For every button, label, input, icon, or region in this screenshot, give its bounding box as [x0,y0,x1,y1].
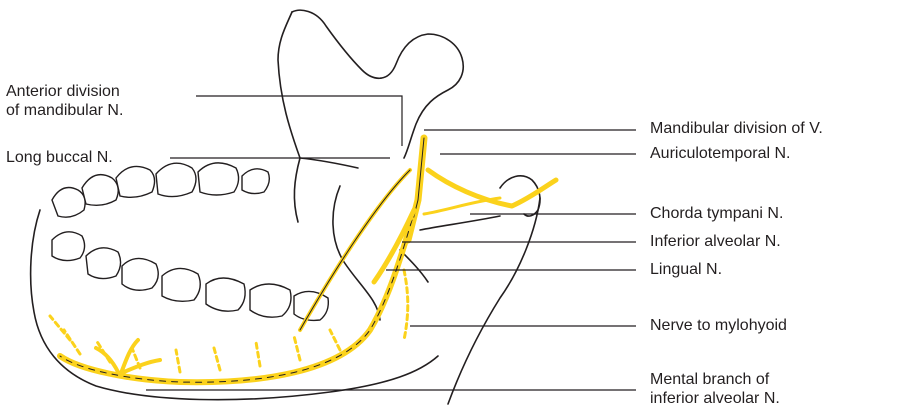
label-auriculotemporal: Auriculotemporal N. [650,144,791,163]
mandible-outline [31,10,540,404]
teeth [52,163,328,321]
leader-anterior-division [196,96,402,146]
label-nerve-to-mylohyoid: Nerve to mylohyoid [650,316,787,335]
label-inferior-alveolar: Inferior alveolar N. [650,232,781,251]
label-lingual: Lingual N. [650,260,722,279]
label-mandibular-division: Mandibular division of V. [650,119,823,138]
label-anterior-division-line1: Anterior division [6,82,120,101]
label-long-buccal: Long buccal N. [6,148,113,167]
nerve-to-mylohyoid [404,270,408,340]
label-mental-branch-line1: Mental branch of [650,370,769,389]
label-mental-branch-line2: inferior alveolar N. [650,389,780,408]
nerve-chorda-tympani [424,198,500,214]
label-chorda-tympani: Chorda tympani N. [650,204,783,223]
leader-lines [146,96,636,390]
label-anterior-division-line2: of mandibular N. [6,101,123,120]
